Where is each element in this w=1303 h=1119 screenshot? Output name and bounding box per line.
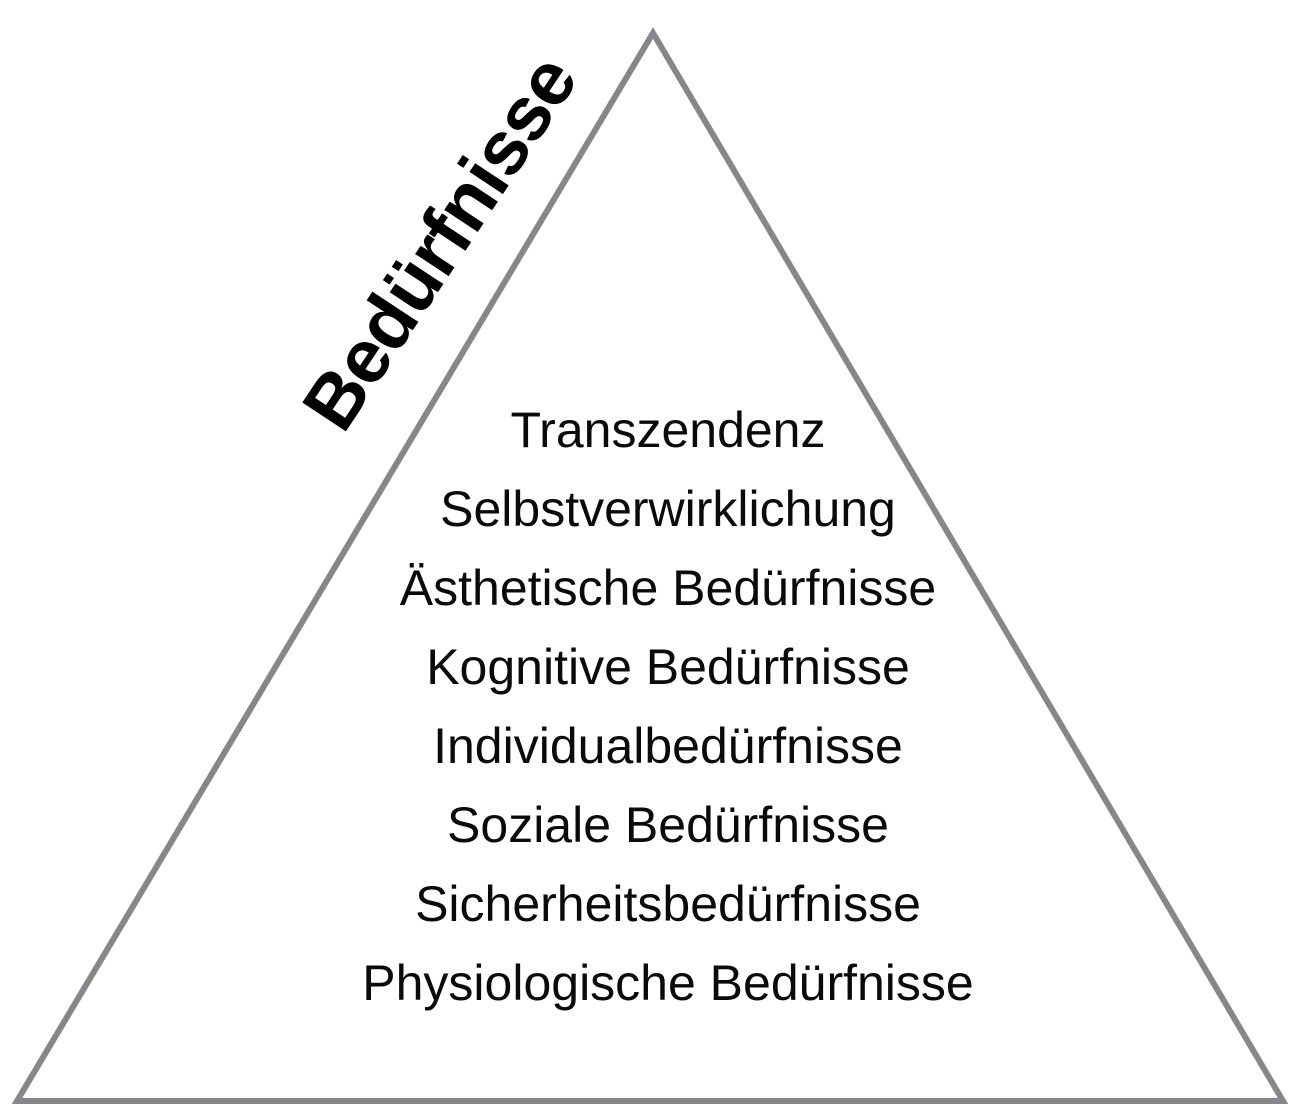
pyramid-level-individualbeduerfnisse: Individualbedürfnisse bbox=[433, 718, 903, 774]
pyramid-level-sicherheitsbeduerfnisse: Sicherheitsbedürfnisse bbox=[415, 876, 921, 932]
pyramid-level-physiologische-beduerfnisse: Physiologische Bedürfnisse bbox=[362, 955, 974, 1011]
pyramid-level-aesthetische-beduerfnisse: Ästhetische Bedürfnisse bbox=[399, 560, 937, 616]
pyramid-levels: Transzendenz Selbstverwirklichung Ästhet… bbox=[35, 391, 1301, 1023]
pyramid-level-selbstverwirklichung: Selbstverwirklichung bbox=[440, 481, 896, 537]
pyramid-triangle bbox=[11, 27, 1289, 1104]
pyramid-level-soziale-beduerfnisse: Soziale Bedürfnisse bbox=[447, 797, 889, 853]
pyramid-level-kognitive-beduerfnisse: Kognitive Bedürfnisse bbox=[426, 639, 910, 695]
pyramid-level-transzendenz: Transzendenz bbox=[510, 402, 826, 458]
